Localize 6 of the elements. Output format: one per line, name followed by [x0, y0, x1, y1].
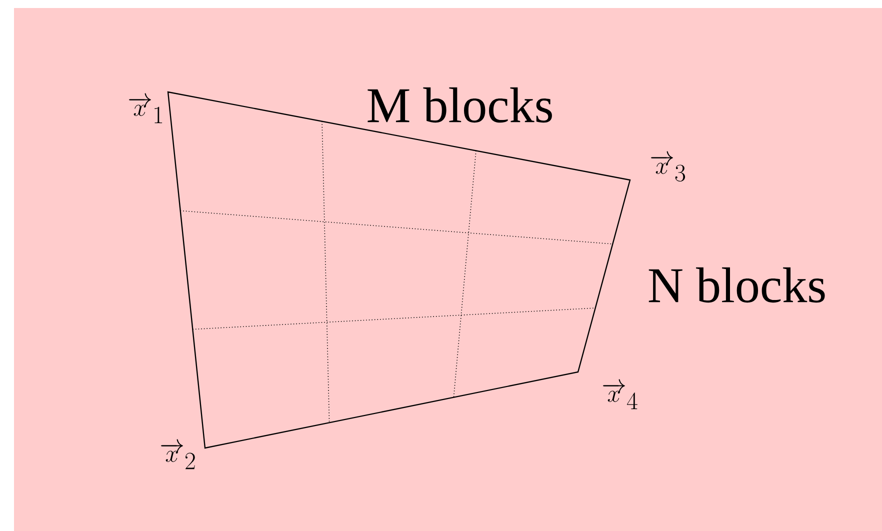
block-label: M blocks	[368, 87, 552, 123]
vertex-label: $\overrightarrow{x}_4$	[602, 379, 638, 410]
vertex-label: $\overrightarrow{x}_2$	[160, 439, 195, 470]
vertex-label: $\overrightarrow{x}_3$	[650, 151, 686, 182]
vertex-label: $\overrightarrow{x}_1$	[128, 93, 162, 124]
block-label: N blocks	[648, 267, 825, 303]
